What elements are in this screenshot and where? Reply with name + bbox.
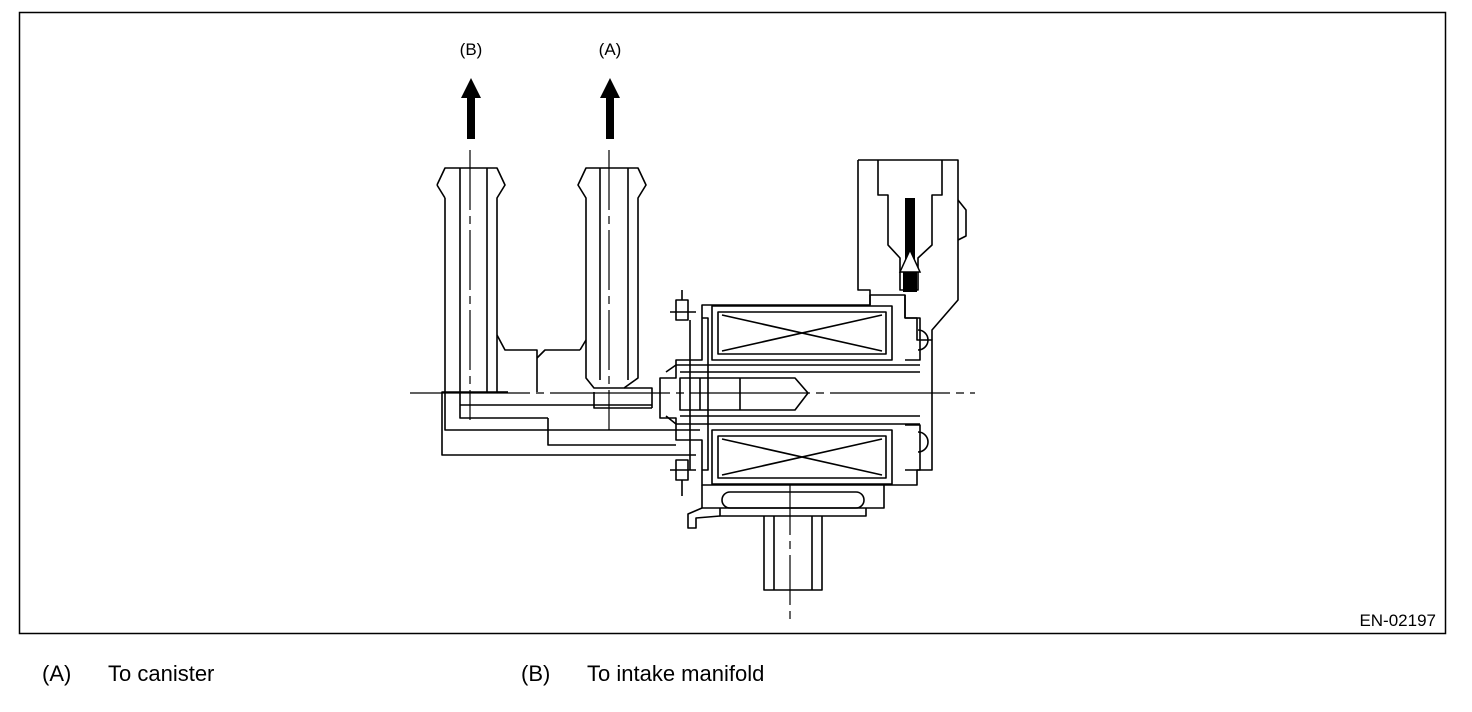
flow-arrows	[461, 78, 922, 292]
callout-a-label: (A)	[599, 40, 622, 59]
plunger	[679, 377, 809, 411]
coil-lower	[717, 435, 887, 479]
port-b-pipe	[436, 167, 696, 456]
legend-text-b: To intake manifold	[587, 661, 765, 686]
coil-upper	[717, 311, 887, 355]
legend-key-a: (A)	[42, 661, 72, 686]
port-a-pipe	[577, 167, 647, 389]
legend-key-b: (B)	[521, 661, 551, 686]
bottom-stem	[763, 516, 823, 591]
figure-id: EN-02197	[1359, 611, 1436, 630]
arrow-a-icon	[600, 78, 620, 139]
arrow-b-icon	[461, 78, 481, 139]
legend-item-b: (B) To intake manifold	[521, 660, 764, 688]
legend-item-a: (A) To canister	[42, 660, 214, 688]
legend-text-a: To canister	[108, 661, 215, 686]
figure-frame	[18, 11, 1447, 635]
valve-body	[659, 294, 933, 486]
connector-housing	[857, 159, 959, 340]
center-lines	[410, 150, 975, 620]
mount-bracket	[701, 485, 885, 509]
arrow-connector-icon	[898, 198, 922, 292]
callout-b-label: (B)	[460, 40, 483, 59]
purge-valve-drawing	[436, 159, 967, 591]
u-channel	[496, 334, 538, 392]
